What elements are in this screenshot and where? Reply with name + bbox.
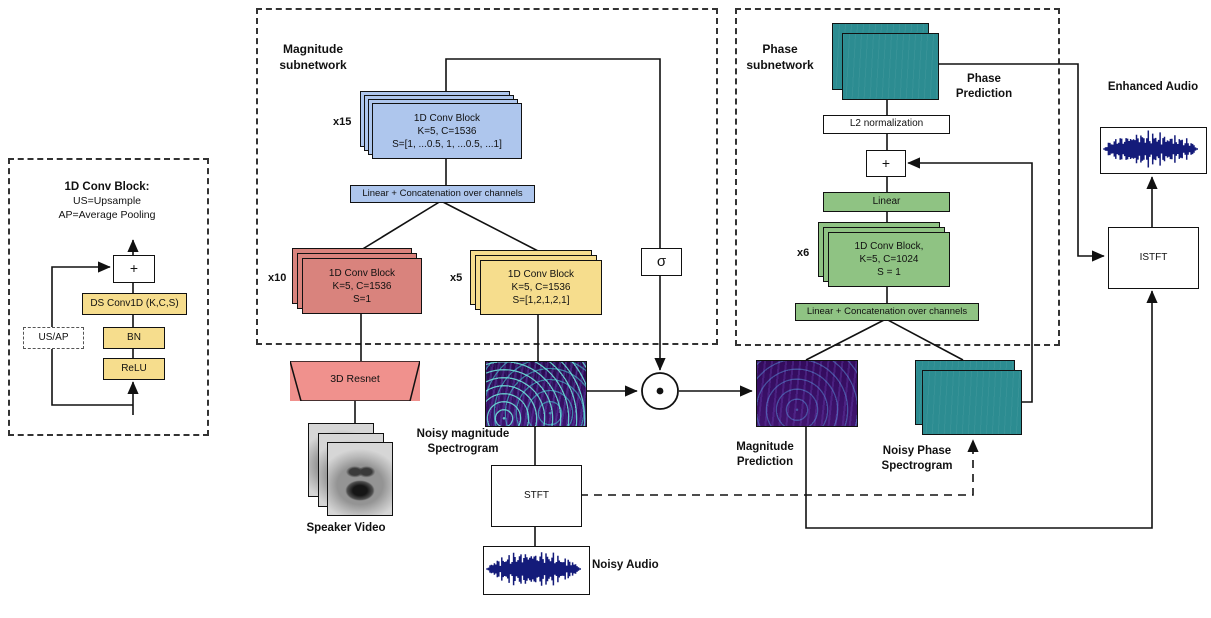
legend-region <box>8 158 209 436</box>
yellow-stack-multiplier: x5 <box>450 272 463 284</box>
line-concat-to-red <box>360 200 442 251</box>
noisy-magnitude-label: Noisy magnitude Spectrogram <box>416 428 510 455</box>
phase-linear-block: Linear <box>823 192 950 212</box>
resnet-block: 3D Resnet <box>290 361 420 401</box>
speaker-video-frames <box>308 423 393 516</box>
waveform-graphic <box>486 552 581 586</box>
elementwise-product-icon <box>641 372 679 410</box>
waveform-graphic <box>1103 130 1198 168</box>
conv-stack-green: 1D Conv Block, K=5, C=1024 S = 1 <box>818 222 950 287</box>
video-frame <box>327 442 393 516</box>
magnitude-subnetwork-title: Magnitude subnetwork <box>279 42 347 72</box>
conv-stack-yellow: 1D Conv Block K=5, C=1536 S=[1,2,1,2,1] <box>470 250 602 315</box>
phase-prediction-stack <box>832 23 939 100</box>
line-concat-to-magpred <box>805 318 887 361</box>
noisy-phase-stack <box>915 360 1022 435</box>
phase-subnetwork-title: Phase subnetwork <box>746 42 814 72</box>
speaker-video-label: Speaker Video <box>306 522 386 534</box>
legend-usap-block: US/AP <box>23 327 84 349</box>
legend-dsconv-block: DS Conv1D (K,C,S) <box>82 293 187 315</box>
legend-bn-block: BN <box>103 327 165 349</box>
line-blue-to-sigma <box>445 58 661 248</box>
red-stack-multiplier: x10 <box>268 272 287 284</box>
green-stack-multiplier: x6 <box>797 247 810 259</box>
magnitude-prediction-label: Magnitude Prediction <box>736 441 794 468</box>
istft-block: ISTFT <box>1108 227 1199 289</box>
enhanced-audio-waveform <box>1100 127 1207 174</box>
arrow-noisyphase-to-plus <box>907 157 1033 403</box>
phase-subnetwork-region <box>735 8 1060 346</box>
legend-relu-block: ReLU <box>103 358 165 380</box>
magnitude-linear-concat-bar: Linear + Concatenation over channels <box>350 185 535 203</box>
magnitude-prediction-spectrogram <box>756 360 858 427</box>
legend-add-node: + <box>113 255 155 283</box>
conv-stack-blue: 1D Conv Block K=5, C=1536 S=[1, ...0.5, … <box>360 91 522 159</box>
conv-stack-red: 1D Conv Block K=5, C=1536 S=1 <box>292 248 422 314</box>
noisy-phase-label: Noisy Phase Spectrogram <box>881 445 953 472</box>
phase-prediction-label: Phase Prediction <box>955 73 1013 100</box>
magnitude-subnetwork-region <box>256 8 718 345</box>
line-concat-to-yellow <box>440 200 541 253</box>
dashed-stft-to-noisyphase <box>580 439 979 496</box>
arrow-magpred-to-istft <box>805 290 1158 529</box>
enhanced-audio-label: Enhanced Audio <box>1107 81 1199 93</box>
line-concat-to-noisyphase <box>885 318 964 361</box>
noisy-audio-label: Noisy Audio <box>592 559 659 571</box>
sigmoid-node: σ <box>641 248 682 276</box>
arrow-phasepred-to-istft <box>937 63 1105 262</box>
phase-add-node: + <box>866 150 906 177</box>
blue-stack-multiplier: x15 <box>333 116 352 128</box>
legend-title: 1D Conv Block: US=Upsample AP=Average Po… <box>58 181 156 221</box>
stft-block: STFT <box>491 465 582 527</box>
phase-linear-concat-bar: Linear + Concatenation over channels <box>795 303 979 321</box>
noisy-magnitude-spectrogram <box>485 361 587 427</box>
noisy-audio-waveform <box>483 546 590 595</box>
l2-normalization-block: L2 normalization <box>823 115 950 134</box>
